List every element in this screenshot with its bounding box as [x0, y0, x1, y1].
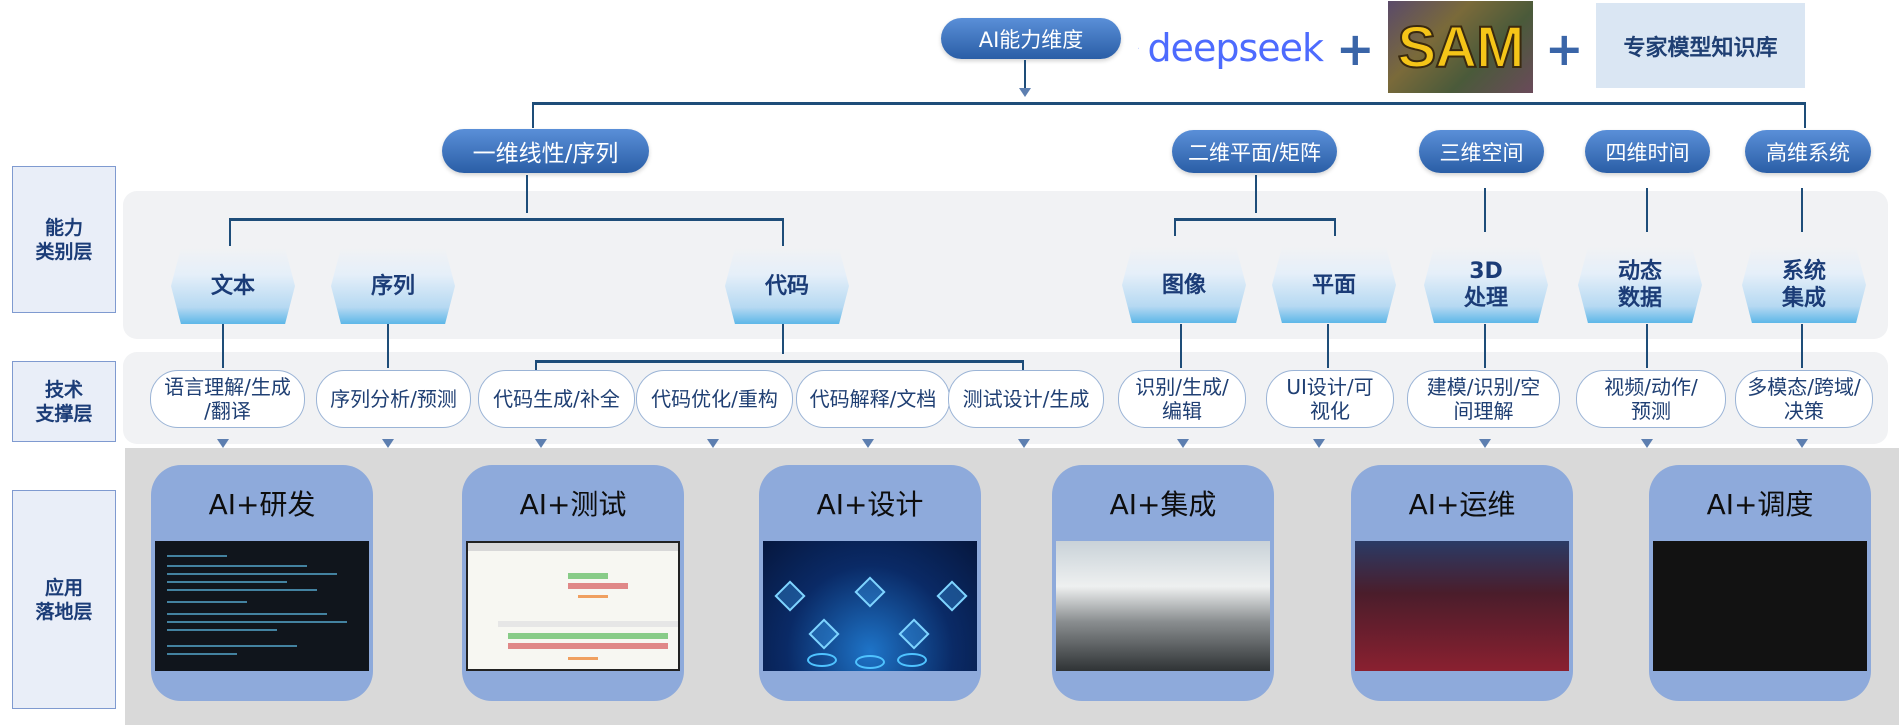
arrow-down-icon — [1479, 439, 1491, 448]
connector — [387, 324, 389, 368]
arrow-down-icon — [1177, 439, 1189, 448]
tech-sequence: 序列分析/预测 — [316, 370, 471, 428]
connector — [1255, 175, 1257, 213]
arrow-down-icon — [1018, 439, 1030, 448]
tech-codegen: 代码生成/补全 — [478, 370, 635, 428]
connector — [782, 324, 784, 354]
layer-label-application: 应用 落地层 — [12, 490, 116, 709]
connector — [1022, 360, 1024, 370]
design-platform-screenshot — [763, 541, 977, 671]
arrow-down-icon — [1641, 439, 1653, 448]
expert-kb-box: 专家模型知识库 — [1596, 3, 1805, 88]
connector — [1334, 218, 1336, 236]
whale-icon — [1138, 47, 1140, 49]
connector — [229, 218, 231, 246]
category-code: 代码 — [725, 248, 849, 324]
connector — [1801, 188, 1803, 232]
app-card-ops: AI+运维 — [1351, 465, 1573, 701]
app-card-integration: AI+集成 — [1052, 465, 1274, 701]
app-card-title: AI+设计 — [816, 488, 924, 521]
code-editor-screenshot — [155, 541, 369, 671]
arrow-down-icon — [707, 439, 719, 448]
connector — [1174, 218, 1176, 236]
sam-wordmark: SAM — [1397, 14, 1526, 81]
deepseek-logo: deepseek — [1138, 18, 1324, 78]
connector — [1174, 218, 1336, 221]
connector — [1024, 60, 1026, 90]
plus-sign: + — [1545, 22, 1584, 76]
tech-multimodal: 多模态/跨域/ 决策 — [1735, 370, 1873, 428]
app-card-design: AI+设计 — [759, 465, 981, 701]
arrow-down-icon — [1796, 439, 1808, 448]
category-plane: 平面 — [1272, 247, 1396, 323]
layer-label-capability: 能力 类别层 — [12, 166, 116, 313]
tech-video: 视频/动作/ 预测 — [1576, 370, 1726, 428]
app-card-test: AI+测试 — [462, 465, 684, 701]
ops-dashboard-screenshot — [1355, 541, 1569, 671]
arrow-down-icon — [535, 439, 547, 448]
connector — [535, 360, 537, 370]
category-image: 图像 — [1122, 247, 1246, 323]
application-band — [125, 448, 1899, 725]
app-card-rd: AI+研发 — [151, 465, 373, 701]
connector — [229, 218, 784, 221]
arrow-down-icon — [862, 439, 874, 448]
dispatch-wall-screenshot — [1653, 541, 1867, 671]
dimension-4d: 四维时间 — [1585, 130, 1710, 173]
app-card-dispatch: AI+调度 — [1649, 465, 1871, 701]
dimension-1d: 一维线性/序列 — [442, 129, 649, 173]
connector — [222, 324, 224, 368]
dimension-2d: 二维平面/矩阵 — [1172, 130, 1337, 173]
category-system: 系统 集成 — [1742, 247, 1866, 323]
app-card-title: AI+研发 — [208, 488, 316, 521]
category-text: 文本 — [171, 248, 295, 324]
connector — [1327, 324, 1329, 368]
connector — [1804, 102, 1806, 128]
app-card-title: AI+集成 — [1109, 488, 1217, 521]
deepseek-wordmark: deepseek — [1147, 26, 1324, 70]
tech-ui: UI设计/可 视化 — [1266, 370, 1394, 428]
connector — [1180, 324, 1182, 368]
dimension-3d: 三维空间 — [1419, 130, 1544, 173]
cockpit-screenshot — [1056, 541, 1270, 671]
arrow-down-icon — [1313, 439, 1325, 448]
arrow-down-icon — [1019, 88, 1031, 97]
tech-code-optimize: 代码优化/重构 — [636, 370, 793, 428]
connector — [532, 102, 1806, 105]
app-card-title: AI+测试 — [519, 488, 627, 521]
app-card-title: AI+调度 — [1706, 488, 1814, 521]
arrow-down-icon — [382, 439, 394, 448]
connector — [1484, 188, 1486, 232]
layer-label-tech: 技术 支撑层 — [12, 361, 116, 442]
connector — [1801, 324, 1803, 368]
dimension-high: 高维系统 — [1745, 130, 1871, 173]
connector — [1646, 324, 1648, 368]
connector — [535, 360, 1024, 363]
arrow-down-icon — [217, 439, 229, 448]
tech-test-design: 测试设计/生成 — [948, 370, 1104, 428]
sam-logo: SAM — [1388, 1, 1533, 93]
plus-sign: + — [1336, 22, 1375, 76]
tech-code-explain: 代码解释/文档 — [796, 370, 950, 428]
tech-language: 语言理解/生成 /翻译 — [150, 370, 305, 428]
connector — [1484, 324, 1486, 368]
tech-3d: 建模/识别/空 间理解 — [1407, 370, 1560, 428]
ai-dimension-pill: AI能力维度 — [941, 18, 1121, 59]
test-report-screenshot — [466, 541, 680, 671]
category-sequence: 序列 — [331, 248, 455, 324]
category-3d: 3D 处理 — [1424, 247, 1548, 323]
app-card-title: AI+运维 — [1408, 488, 1516, 521]
connector — [532, 102, 534, 128]
tech-image: 识别/生成/ 编辑 — [1118, 370, 1246, 428]
connector — [526, 175, 528, 213]
category-dynamic: 动态 数据 — [1578, 247, 1702, 323]
connector — [1646, 188, 1648, 232]
connector — [782, 218, 784, 246]
